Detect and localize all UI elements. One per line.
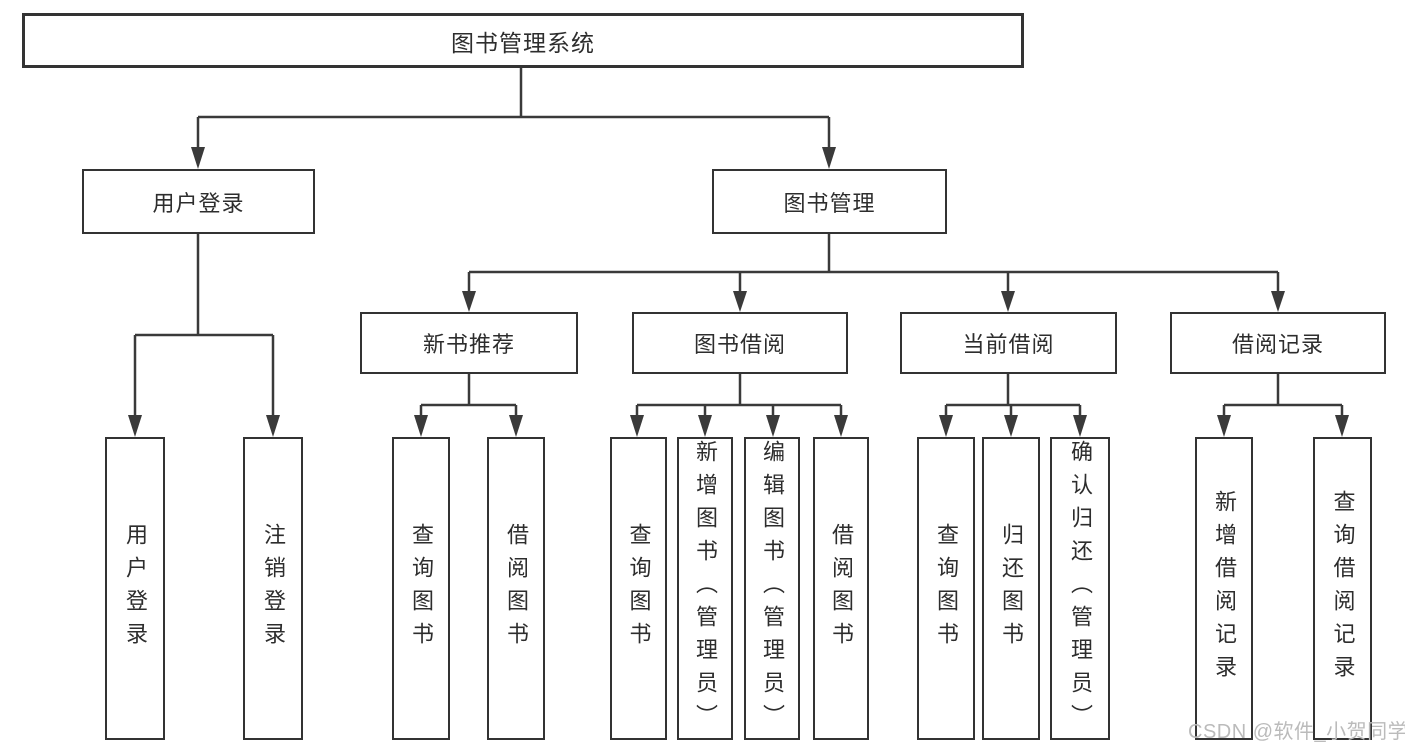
- leaf-edit-book-admin: 编辑图书（管理员）: [744, 437, 800, 740]
- leaf-add-book-admin-label: 新增图书（管理员）: [693, 440, 718, 737]
- leaf-borrow-books-label: 借阅图书: [829, 522, 854, 655]
- leaf-query-borrow-record: 查询借阅记录: [1313, 437, 1372, 740]
- node-new-book-rec-label: 新书推荐: [422, 332, 515, 357]
- leaf-query-books-borrow: 查询图书: [610, 437, 667, 740]
- node-book-borrow: 图书借阅: [632, 312, 848, 374]
- leaf-user-login-label: 用户登录: [123, 522, 148, 655]
- leaf-add-borrow-record: 新增借阅记录: [1195, 437, 1253, 740]
- leaf-borrow-books-rec: 借阅图书: [487, 437, 545, 740]
- leaf-add-book-admin: 新增图书（管理员）: [677, 437, 733, 740]
- node-user-login-label: 用户登录: [152, 190, 245, 216]
- leaf-borrow-books-rec-label: 借阅图书: [504, 522, 529, 655]
- leaf-user-login: 用户登录: [105, 437, 165, 740]
- leaf-add-borrow-record-label: 新增借阅记录: [1212, 489, 1237, 688]
- node-borrow-records: 借阅记录: [1170, 312, 1386, 374]
- leaf-logout: 注销登录: [243, 437, 303, 740]
- node-book-borrow-label: 图书借阅: [693, 332, 786, 357]
- leaf-edit-book-admin-label: 编辑图书（管理员）: [760, 440, 785, 737]
- node-book-mgmt: 图书管理: [712, 169, 947, 234]
- node-book-mgmt-label: 图书管理: [783, 190, 876, 216]
- leaf-confirm-return-admin-label: 确认归还（管理员）: [1068, 440, 1093, 737]
- node-new-book-rec: 新书推荐: [360, 312, 578, 374]
- node-current-borrow-label: 当前借阅: [962, 332, 1055, 357]
- connector-book-borrow: [635, 374, 843, 420]
- leaf-borrow-books: 借阅图书: [813, 437, 869, 740]
- leaf-logout-label: 注销登录: [261, 522, 286, 655]
- connector-new-book-rec: [419, 374, 518, 420]
- leaf-query-books-rec-label: 查询图书: [409, 522, 434, 655]
- connector-current-borrow: [944, 374, 1082, 420]
- leaf-query-books-current: 查询图书: [917, 437, 975, 740]
- arrowheads: [128, 147, 1349, 437]
- leaf-query-books-rec: 查询图书: [392, 437, 450, 740]
- node-root-label: 图书管理系统: [451, 29, 595, 56]
- leaf-confirm-return-admin: 确认归还（管理员）: [1050, 437, 1110, 740]
- connector-root: [196, 68, 831, 152]
- node-current-borrow: 当前借阅: [900, 312, 1117, 374]
- leaf-return-book: 归还图书: [982, 437, 1040, 740]
- node-root: 图书管理系统: [22, 13, 1024, 68]
- leaf-query-books-borrow-label: 查询图书: [626, 522, 652, 655]
- node-user-login: 用户登录: [82, 169, 315, 234]
- connector-borrow-records: [1222, 374, 1344, 420]
- node-borrow-records-label: 借阅记录: [1231, 332, 1324, 357]
- csdn-watermark: CSDN @软件_小贺同学: [1188, 721, 1405, 743]
- leaf-query-books-current-label: 查询图书: [934, 522, 959, 655]
- leaf-return-book-label: 归还图书: [999, 522, 1024, 655]
- connector-book-mgmt: [467, 234, 1280, 296]
- leaf-query-borrow-record-label: 查询借阅记录: [1330, 489, 1356, 688]
- connector-user-login: [133, 234, 275, 420]
